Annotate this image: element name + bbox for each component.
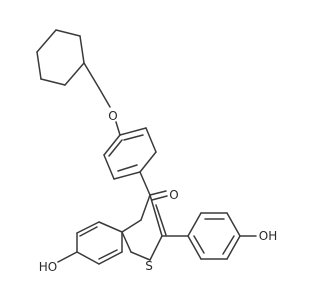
hydroxyl-left-bond (57, 251, 78, 263)
carbonyl-group (139, 171, 168, 201)
cyclohexane-ring (36, 29, 85, 86)
ketone-oxygen-label: O (169, 188, 178, 202)
benzothiophene-core (76, 194, 167, 265)
molecule-canvas: O O S HO OH (36, 29, 277, 274)
structure-diagram: O O S HO OH (36, 29, 277, 274)
methylene-linker (83, 62, 121, 136)
hydroxyl-left-label: HO (39, 260, 57, 274)
upper-benzene-ring (103, 127, 157, 180)
ether-oxygen-label: O (108, 109, 117, 123)
hydroxyl-right-label: OH (259, 229, 277, 243)
hydroxyphenyl-ring (161, 212, 257, 260)
sulfur-label: S (145, 259, 153, 273)
